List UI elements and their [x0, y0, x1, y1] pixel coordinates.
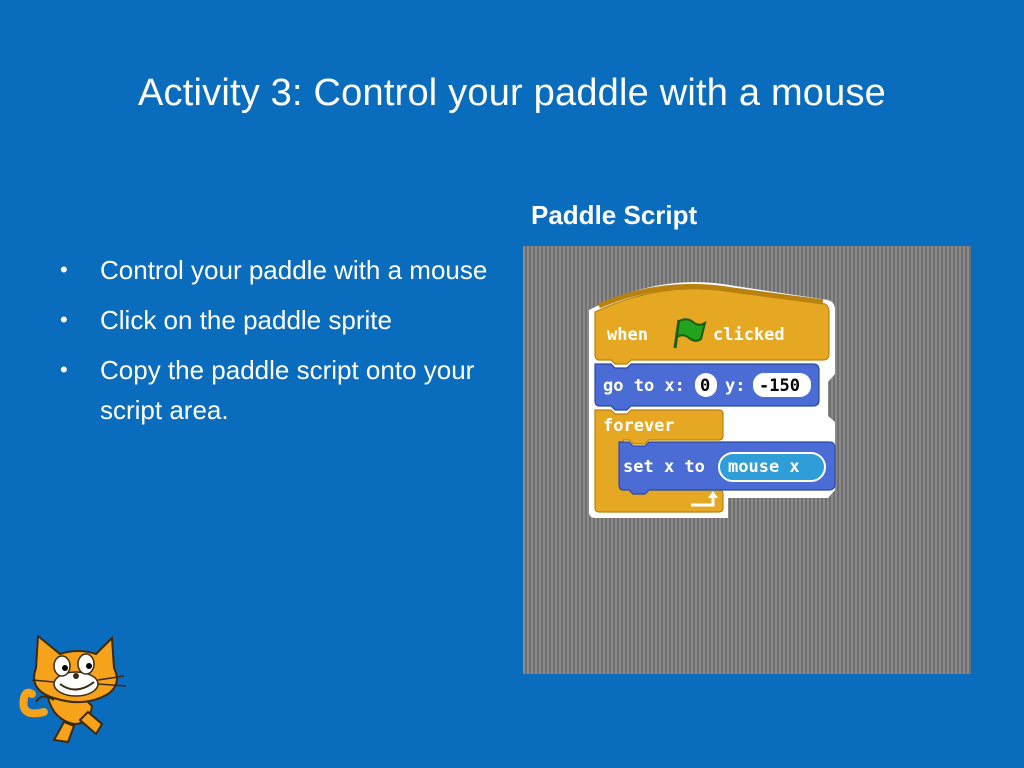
mouse-x-label: mouse x — [728, 457, 800, 477]
bullet-dot: • — [60, 257, 68, 282]
goto-y-label: y: — [725, 376, 745, 396]
mouse-x-reporter[interactable]: mouse x — [718, 452, 826, 482]
bullet-item: • Control your paddle with a mouse — [58, 250, 498, 290]
hat-block-shape — [594, 288, 830, 365]
green-flag-icon — [673, 318, 707, 349]
y-value: -150 — [759, 376, 800, 396]
script-blocks: when clicked go to x: 0 y: -150 — [589, 282, 836, 518]
script-heading: Paddle Script — [531, 200, 698, 230]
y-value-field[interactable] — [753, 373, 811, 397]
bullet-dot: • — [60, 307, 68, 332]
bullet-dot: • — [60, 357, 68, 382]
bullet-text: Click on the paddle sprite — [100, 305, 392, 335]
hat-clicked-label: clicked — [713, 325, 785, 345]
set-x-label: set x to — [623, 457, 705, 477]
hat-block-cap — [597, 283, 824, 309]
bullet-item: • Click on the paddle sprite — [58, 300, 498, 340]
scratch-cat-icon — [19, 633, 127, 744]
bullet-text: Control your paddle with a mouse — [100, 255, 488, 285]
x-value-field[interactable] — [695, 373, 717, 397]
hat-when-label: when — [607, 325, 648, 345]
goto-x-label: go to x: — [603, 376, 685, 396]
set-x-block[interactable]: set x to mouse x — [618, 441, 836, 495]
forever-block[interactable]: forever — [594, 409, 724, 513]
go-to-xy-block[interactable]: go to x: 0 y: -150 — [594, 363, 820, 411]
forever-label: forever — [603, 416, 675, 436]
bullet-item: • Copy the paddle script onto your scrip… — [58, 350, 498, 430]
x-value: 0 — [700, 376, 710, 396]
loop-arrow-icon — [691, 491, 718, 507]
script-area[interactable]: when clicked go to x: 0 y: -150 — [523, 246, 971, 674]
bullet-list: • Control your paddle with a mouse • Cli… — [58, 250, 498, 440]
bullet-text: Copy the paddle script onto your script … — [100, 355, 475, 425]
when-flag-clicked-block[interactable]: when clicked — [594, 283, 830, 365]
slide-title: Activity 3: Control your paddle with a m… — [137, 72, 887, 114]
